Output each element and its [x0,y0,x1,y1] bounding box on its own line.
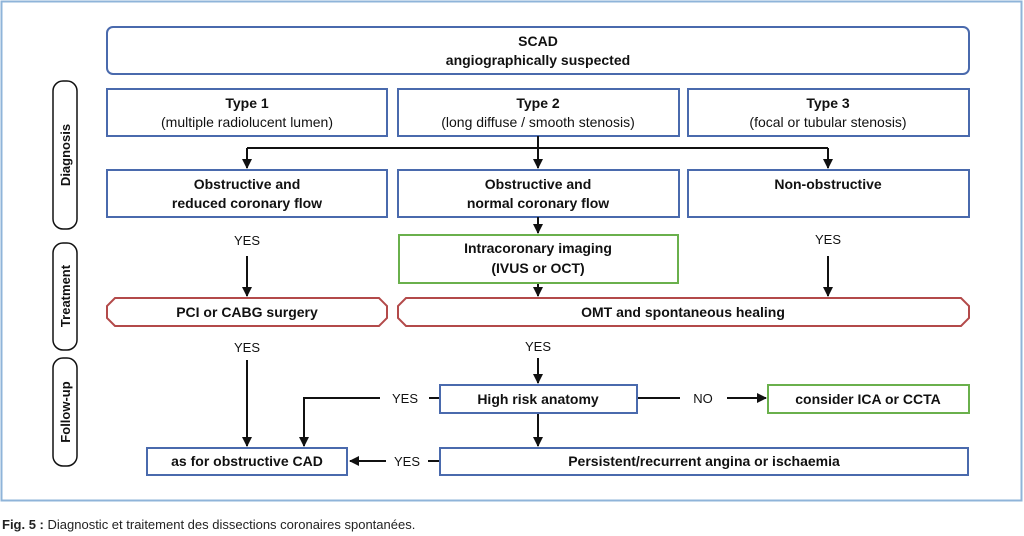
edge-label-yes-right: YES [815,232,841,247]
node-persistent-angina: Persistent/recurrent angina or ischaemia [439,447,969,476]
node-omt: OMT and spontaneous healing [397,297,970,327]
node-scad-line1: SCAD [518,33,558,49]
connectors-followup [242,358,767,466]
phase-diagnosis: Diagnosis [52,80,78,230]
edge-label-yes-persistent: YES [394,454,420,469]
caption-label: Fig. 5 : [2,517,44,532]
node-type3-line1: Type 3 [806,95,850,111]
connectors-treatment [242,217,833,297]
node-imaging-line1: Intracoronary imaging [464,240,612,256]
node-omt-label: OMT and spontaneous healing [581,304,785,320]
node-intracoronary-imaging: Intracoronary imaging (IVUS or OCT) [398,234,679,284]
node-type3-line2: (focal or tubular stenosis) [749,114,906,130]
phase-treatment: Treatment [52,242,78,351]
edge-label-yes-highrisk: YES [392,391,418,406]
node-non-obstructive: Non-obstructive [687,169,970,218]
node-consider-ica-ccta: consider ICA or CCTA [767,384,970,414]
caption-text: Diagnostic et traitement des dissections… [43,517,416,532]
edge-label-yes-left2: YES [234,340,260,355]
node-obs-normal-line1: Obstructive and [485,176,592,192]
node-consider-label: consider ICA or CCTA [795,391,940,407]
node-non-obs-line1: Non-obstructive [774,176,882,192]
node-pci-label: PCI or CABG surgery [176,304,318,320]
node-type2-line2: (long diffuse / smooth stenosis) [441,114,635,130]
edge-label-yes-mid: YES [525,339,551,354]
node-pci-cabg: PCI or CABG surgery [106,297,388,327]
phase-followup-label: Follow-up [58,381,73,442]
phase-diagnosis-label: Diagnosis [58,124,73,186]
node-type1: Type 1 (multiple radiolucent lumen) [106,88,388,137]
node-type1-line1: Type 1 [225,95,269,111]
edge-label-no-highrisk: NO [693,391,713,406]
node-type2-line1: Type 2 [516,95,560,111]
phase-followup: Follow-up [52,357,78,467]
node-scad: SCAD angiographically suspected [106,26,970,75]
node-imaging-line2: (IVUS or OCT) [491,260,584,276]
node-type1-line2: (multiple radiolucent lumen) [161,114,333,130]
node-high-risk-label: High risk anatomy [477,391,599,407]
edge-label-yes-left1: YES [234,233,260,248]
outer-frame [0,0,1023,502]
node-type2: Type 2 (long diffuse / smooth stenosis) [397,88,680,137]
node-obstructive-cad: as for obstructive CAD [146,447,348,476]
node-obs-normal-line2: normal coronary flow [467,195,609,211]
node-high-risk-anatomy: High risk anatomy [439,384,638,414]
node-obs-reduced-line1: Obstructive and [194,176,301,192]
connector-bus [242,136,833,169]
node-persistent-label: Persistent/recurrent angina or ischaemia [568,453,840,469]
phase-treatment-label: Treatment [58,264,73,327]
node-obstructive-reduced: Obstructive and reduced coronary flow [106,169,388,218]
node-scad-line2: angiographically suspected [446,52,630,68]
node-obstructive-cad-label: as for obstructive CAD [171,453,323,469]
node-obs-reduced-line2: reduced coronary flow [172,195,322,211]
node-obstructive-normal: Obstructive and normal coronary flow [397,169,680,218]
node-type3: Type 3 (focal or tubular stenosis) [687,88,970,137]
figure-caption: Fig. 5 : Diagnostic et traitement des di… [2,517,415,532]
